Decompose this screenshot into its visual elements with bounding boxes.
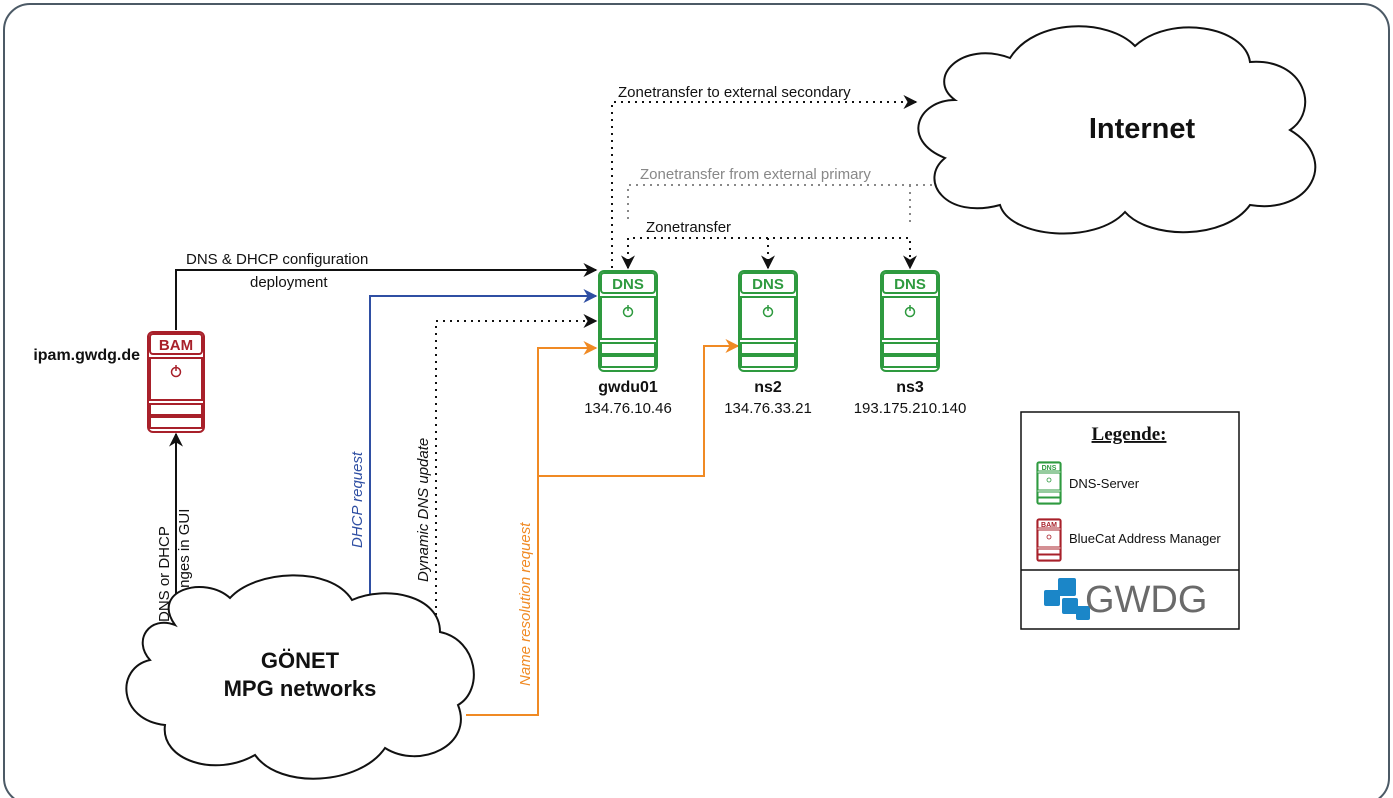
dhcp-request-label: DHCP request [349, 451, 366, 548]
config-deployment-label-line1: DNS & DHCP configuration [186, 251, 368, 268]
power-icon [170, 365, 182, 378]
server-ip: 134.76.10.46 [584, 400, 672, 417]
legend-dns-icon: DNS [1036, 461, 1062, 505]
dns-badge: DNS [894, 276, 926, 293]
legend-box: Legende: DNS DNS-Server BAM BlueCat Addr… [1020, 411, 1240, 630]
internet-cloud: Internet [917, 25, 1317, 235]
bam-host-label: ipam.gwdg.de [33, 347, 140, 364]
gwdg-logo: GWDG [1044, 578, 1207, 621]
legend-dns-label: DNS-Server [1069, 476, 1140, 491]
config-deployment-label-line2: deployment [250, 274, 328, 291]
config-deployment-line [175, 263, 598, 330]
server-name: ns2 [754, 379, 782, 396]
power-icon [622, 305, 634, 318]
dns-server-gwdu01: DNS gwdu01 134.76.10.46 [584, 270, 672, 417]
dns-server-ns3: DNS ns3 193.175.210.140 [854, 270, 967, 417]
zonetransfer-external-secondary-label: Zonetransfer to external secondary [618, 84, 851, 101]
zonetransfer-external-primary-line [627, 184, 946, 222]
svg-text:DNS: DNS [1042, 465, 1057, 472]
gui-changes-label-line1: DNS or DHCP [156, 526, 173, 622]
gui-changes-label-line2: changes in GUI [176, 509, 193, 612]
goenet-label-line1: GÖNET [261, 648, 340, 673]
power-icon [904, 305, 916, 318]
dhcp-request-line [369, 289, 598, 604]
name-resolution-label: Name resolution request [517, 522, 534, 686]
power-icon [762, 305, 774, 318]
gwdg-logo-text: GWDG [1085, 579, 1207, 621]
dns-badge: DNS [752, 276, 784, 293]
legend-title: Legende: [1092, 424, 1167, 445]
goenet-cloud: GÖNET MPG networks [125, 574, 475, 780]
dynamic-dns-line [435, 314, 598, 615]
legend-bam-label: BlueCat Address Manager [1069, 531, 1221, 546]
legend-bam-icon: BAM [1036, 518, 1062, 562]
server-name: ns3 [896, 379, 924, 396]
goenet-label-line2: MPG networks [224, 676, 377, 701]
svg-text:BAM: BAM [1041, 522, 1057, 529]
dns-server-ns2: DNS ns2 134.76.33.21 [724, 270, 812, 417]
name-resolution-line [466, 341, 598, 716]
zonetransfer-external-primary-label: Zonetransfer from external primary [640, 166, 871, 183]
zonetransfer-internal-label: Zonetransfer [646, 219, 731, 236]
zonetransfer-internal-line [621, 237, 917, 270]
server-ip: 134.76.33.21 [724, 400, 812, 417]
dns-badge: DNS [612, 276, 644, 293]
bam-badge: BAM [159, 337, 193, 354]
bam-server: BAM [147, 331, 205, 433]
dynamic-dns-label: Dynamic DNS update [415, 438, 432, 582]
server-name: gwdu01 [598, 379, 658, 396]
name-resolution-branch-line [538, 339, 740, 477]
internet-label: Internet [1089, 113, 1196, 145]
server-ip: 193.175.210.140 [854, 400, 967, 417]
